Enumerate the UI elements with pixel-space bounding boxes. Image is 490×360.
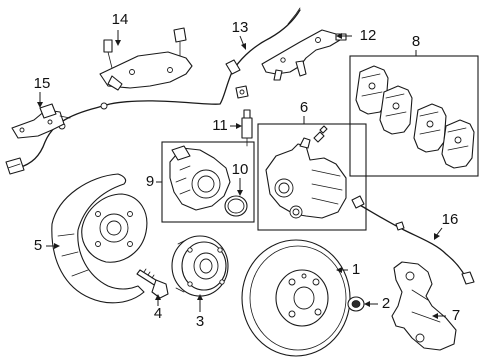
callout-2: 2 — [382, 295, 390, 312]
leader-lines — [37, 30, 446, 319]
caliper-bracket — [391, 261, 457, 351]
harness-clip — [99, 27, 193, 91]
hub-bearing — [171, 235, 229, 297]
callout-9: 9 — [146, 173, 154, 190]
callout-14: 14 — [112, 11, 129, 28]
rotor-screw — [347, 296, 365, 312]
callout-1: 1 — [352, 261, 360, 278]
callout-15: 15 — [34, 75, 51, 92]
callout-5: 5 — [34, 237, 42, 254]
bracket-with-connector — [11, 103, 71, 139]
callout-6: 6 — [300, 99, 308, 116]
callout-10: 10 — [232, 161, 249, 178]
rotor-disc — [241, 239, 351, 357]
splash-shield — [51, 173, 148, 304]
callout-13: 13 — [232, 19, 249, 36]
abs-wiring-harness — [5, 9, 301, 175]
caliper-assembly — [265, 125, 347, 219]
callout-4: 4 — [154, 305, 162, 322]
parking-brake-actuator — [169, 145, 231, 211]
callout-12: 12 — [360, 27, 377, 44]
brake-pads-box — [349, 55, 479, 177]
harness-bracket — [261, 7, 347, 81]
brake-hose — [351, 195, 475, 285]
callout-3: 3 — [196, 313, 204, 330]
callout-16: 16 — [442, 211, 459, 228]
callout-7: 7 — [452, 307, 460, 324]
caliper-group-box — [257, 123, 367, 231]
hub-bolt — [136, 268, 169, 299]
o-ring-seal — [224, 195, 248, 217]
brake-pads — [355, 65, 475, 169]
wear-sensor — [241, 109, 253, 147]
callout-11: 11 — [212, 117, 228, 134]
callout-8: 8 — [412, 33, 420, 50]
callout-labels: 1 2 3 4 5 6 7 8 9 10 11 12 13 14 15 16 — [34, 11, 461, 330]
